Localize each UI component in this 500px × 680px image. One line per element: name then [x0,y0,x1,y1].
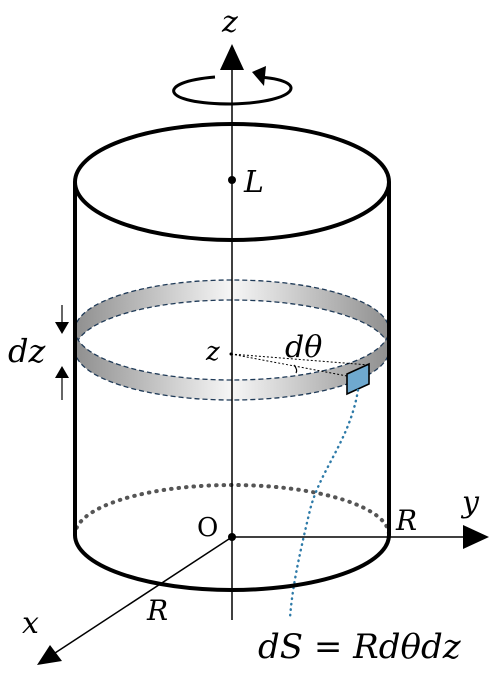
radius-label-x: R [146,594,168,627]
x-axis-line [54,536,233,654]
angle-arc [293,364,298,374]
area-element-patch [346,362,370,396]
band-back-bottom-edge [74,299,390,351]
band-front-surface [75,330,389,400]
band-center-label: z [205,337,220,367]
x-axis-arrowhead [37,645,62,665]
y-axis-arrowhead [463,525,489,549]
rotation-arrow-icon [172,66,293,106]
point-L [228,176,236,184]
dz-measure [55,305,69,400]
z-axis-arrowhead [220,44,244,70]
point-origin [228,533,236,541]
x-axis-label: x [22,606,39,641]
origin-label: O [197,513,218,543]
radius-label-y: R [395,504,417,537]
band-height-label: dz [8,332,46,370]
top-point-label: L [243,165,264,200]
band-back-top-edge [74,279,390,331]
band-front-top-edge [74,329,390,381]
point-band-center [229,352,233,356]
y-axis-label: y [460,485,480,520]
angle-ray-upper [230,353,370,366]
area-formula-label: dS = Rdθdz [258,627,462,667]
angle-label: dθ [285,330,322,365]
band-back-surface [75,280,389,350]
z-axis-label: z [221,5,238,40]
band-front-bottom-edge [74,349,390,401]
